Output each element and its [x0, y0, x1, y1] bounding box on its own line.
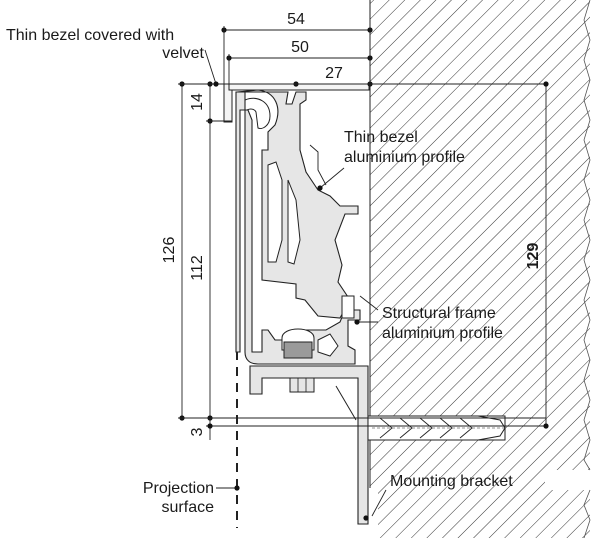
label-bezel-profile-2: aluminium profile — [344, 149, 465, 166]
label-mounting-bracket: Mounting bracket — [390, 473, 513, 490]
dimension-lines — [178, 26, 549, 440]
label-structural-2: aluminium profile — [382, 325, 503, 342]
dim-3: 3 — [189, 427, 206, 436]
label-structural-1: Structural frame — [382, 305, 496, 322]
label-projection-2: surface — [162, 499, 215, 516]
dim-126: 126 — [161, 237, 178, 264]
dim-27: 27 — [325, 65, 343, 82]
dim-112: 112 — [189, 255, 206, 281]
label-bezel-profile-1: Thin bezel — [344, 129, 418, 146]
wall-anchor — [335, 385, 506, 441]
dim-50: 50 — [291, 39, 309, 56]
wall — [369, 0, 591, 538]
dim-54: 54 — [287, 11, 305, 28]
dim-129: 129 — [525, 243, 542, 270]
structural-frame-profile — [235, 91, 361, 365]
label-bezel-velvet-1: Thin bezel covered with — [6, 27, 174, 44]
leader-lines — [204, 49, 387, 521]
label-bezel-velvet-2: velvet — [162, 45, 204, 62]
dim-14: 14 — [189, 93, 206, 111]
thin-bezel-profile — [236, 89, 359, 319]
label-projection-1: Projection — [143, 480, 214, 497]
